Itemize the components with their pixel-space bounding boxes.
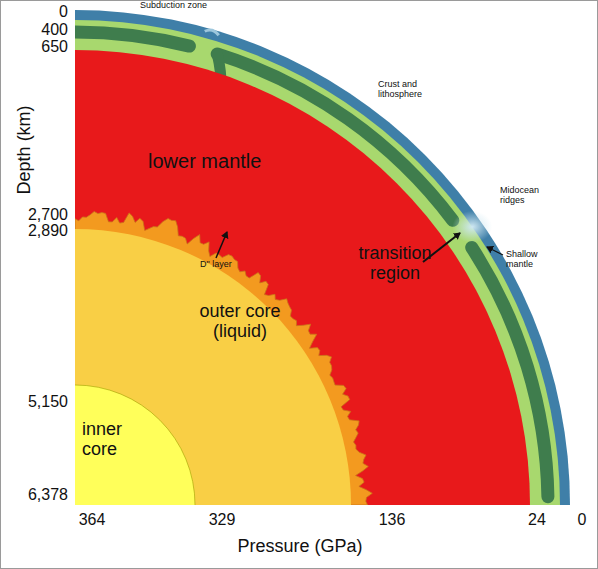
axis-tick: 400 bbox=[41, 21, 68, 39]
region-label: lower mantle bbox=[148, 150, 261, 172]
callout-label: Subduction zone bbox=[140, 1, 207, 11]
callout-label: Midocean ridges bbox=[500, 186, 550, 206]
transition-zone bbox=[75, 20, 560, 505]
axis-tick: 6,378 bbox=[28, 486, 68, 504]
region-label: inner core bbox=[82, 420, 152, 460]
earth-layers bbox=[75, 10, 570, 505]
axis-tick: 0 bbox=[59, 3, 68, 21]
outer-core bbox=[75, 229, 351, 505]
crust bbox=[75, 10, 570, 505]
leader-arrow bbox=[216, 232, 227, 258]
inner-core bbox=[75, 385, 195, 505]
axis-title: Pressure (GPa) bbox=[237, 537, 362, 557]
callout-label: D" layer bbox=[200, 260, 232, 270]
axis-tick: 0 bbox=[578, 511, 587, 529]
region-label: outer core (liquid) bbox=[180, 302, 300, 342]
axis-tick: 2,890 bbox=[28, 222, 68, 240]
lithosphere-slab bbox=[75, 32, 189, 46]
axis-title: Depth (km) bbox=[14, 105, 34, 194]
axis-tick: 329 bbox=[209, 511, 236, 529]
axis-tick: 136 bbox=[379, 511, 406, 529]
region-label: transition region bbox=[340, 244, 450, 284]
leader-arrow bbox=[487, 247, 503, 255]
lower-mantle bbox=[75, 50, 530, 505]
callout-label: Shallow mantle bbox=[506, 250, 554, 270]
axis-tick: 24 bbox=[528, 511, 546, 529]
trench bbox=[205, 30, 219, 35]
midocean-ridge bbox=[452, 211, 492, 243]
axis-tick: 5,150 bbox=[28, 393, 68, 411]
axis-tick: 2,700 bbox=[28, 206, 68, 224]
axis-tick: 364 bbox=[79, 511, 106, 529]
callout-label: Crust and lithosphere bbox=[378, 80, 436, 100]
axis-tick: 650 bbox=[41, 38, 68, 56]
